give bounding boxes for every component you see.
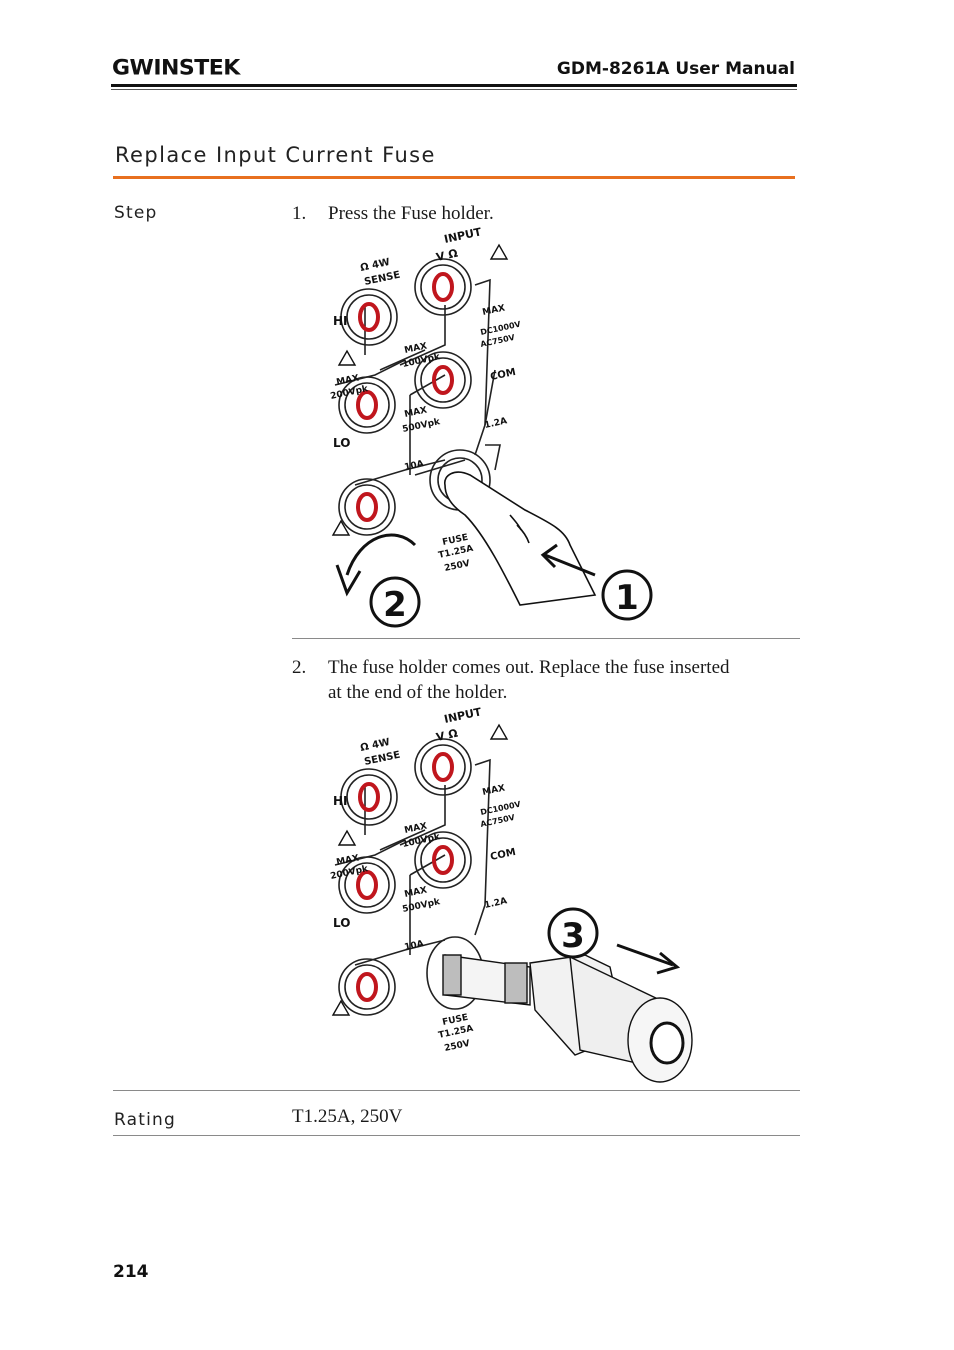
warning-icon bbox=[489, 243, 509, 260]
warning-icon bbox=[489, 723, 509, 740]
label-fuse-v: 250V bbox=[444, 559, 471, 574]
label-10a: 10A bbox=[404, 459, 425, 473]
label-max-b: MAX bbox=[404, 821, 428, 836]
press-arrow-icon bbox=[544, 553, 596, 577]
warning-icon bbox=[337, 829, 357, 846]
label-v-ohm: V Ω bbox=[435, 727, 460, 744]
label-input: INPUT bbox=[443, 705, 483, 726]
warning-icon bbox=[331, 999, 351, 1016]
label-1-2a: 1.2A bbox=[484, 416, 509, 431]
step-2-text-line2: at the end of the holder. bbox=[328, 682, 508, 703]
fuse-holder-icon bbox=[442, 954, 693, 1083]
finger-icon bbox=[444, 471, 597, 606]
brand-logo: GWINSTEK bbox=[112, 56, 240, 81]
label-com: COM bbox=[489, 847, 517, 863]
label-10a: 10A bbox=[404, 939, 425, 953]
step-divider bbox=[292, 638, 800, 639]
rating-bottom-rule bbox=[113, 1135, 800, 1136]
label-max-a: MAX bbox=[482, 303, 506, 318]
terminal-rings bbox=[356, 752, 454, 1002]
callout-1 bbox=[601, 569, 653, 621]
label-500vpk: 500Vpk bbox=[402, 897, 442, 915]
page-number: 214 bbox=[113, 1262, 149, 1282]
step-1-text: Press the Fuse holder. bbox=[328, 203, 494, 224]
label-max-c: MAX bbox=[336, 853, 360, 868]
pull-arrow-icon bbox=[616, 943, 674, 967]
callout-2-number: 2 bbox=[383, 585, 407, 625]
section-title: Replace Input Current Fuse bbox=[115, 143, 436, 167]
step-1-number: 1. bbox=[292, 203, 307, 224]
label-max-b: MAX bbox=[404, 341, 428, 356]
label-lo: LO bbox=[333, 916, 350, 930]
callout-3 bbox=[547, 907, 599, 959]
warning-icon bbox=[337, 349, 357, 366]
manual-title: GDM-8261A User Manual bbox=[556, 59, 795, 79]
label-lo: LO bbox=[333, 436, 350, 450]
label-dc1000v: DC1000V bbox=[480, 799, 523, 816]
header-rule-thin bbox=[111, 89, 797, 90]
label-hi: HI bbox=[333, 314, 348, 328]
label-max-a: MAX bbox=[482, 783, 506, 798]
label-v-ohm: V Ω bbox=[435, 247, 460, 264]
warning-icon bbox=[331, 519, 351, 536]
callout-3-number: 3 bbox=[561, 916, 585, 956]
rating-label: Rating bbox=[114, 1110, 177, 1130]
fuse-holder-out-illustration: 3 INPUT V Ω Ω 4W SENSE HI LO MAX DC1000V… bbox=[330, 705, 693, 1083]
callout-1-number: 1 bbox=[615, 578, 639, 618]
section-underline bbox=[113, 176, 795, 179]
label-max-c: MAX bbox=[336, 373, 360, 388]
label-max-d: MAX bbox=[404, 885, 428, 900]
rating-top-rule bbox=[113, 1090, 800, 1091]
step-2-number: 2. bbox=[292, 657, 307, 678]
label-input: INPUT bbox=[443, 225, 483, 246]
label-fuse-v: 250V bbox=[444, 1039, 471, 1054]
label-500vpk: 500Vpk bbox=[402, 417, 442, 435]
fuse-press-illustration: 1 2 INPUT V Ω Ω 4W SENSE HI LO MAX DC100… bbox=[330, 225, 653, 628]
label-com: COM bbox=[489, 367, 517, 383]
header-rule bbox=[111, 84, 797, 87]
label-dc1000v: DC1000V bbox=[480, 319, 523, 336]
step-label: Step bbox=[114, 203, 158, 223]
callout-2 bbox=[369, 576, 421, 628]
label-hi: HI bbox=[333, 794, 348, 808]
rating-value: T1.25A, 250V bbox=[292, 1106, 403, 1127]
label-1-2a: 1.2A bbox=[484, 896, 509, 911]
label-200vpk: 200Vpk bbox=[330, 864, 370, 882]
rotate-arrow-icon bbox=[345, 533, 417, 576]
label-200vpk: 200Vpk bbox=[330, 384, 370, 402]
step-2-text-line1: The fuse holder comes out. Replace the f… bbox=[328, 657, 730, 678]
label-max-d: MAX bbox=[404, 405, 428, 420]
terminal-rings bbox=[356, 272, 454, 522]
